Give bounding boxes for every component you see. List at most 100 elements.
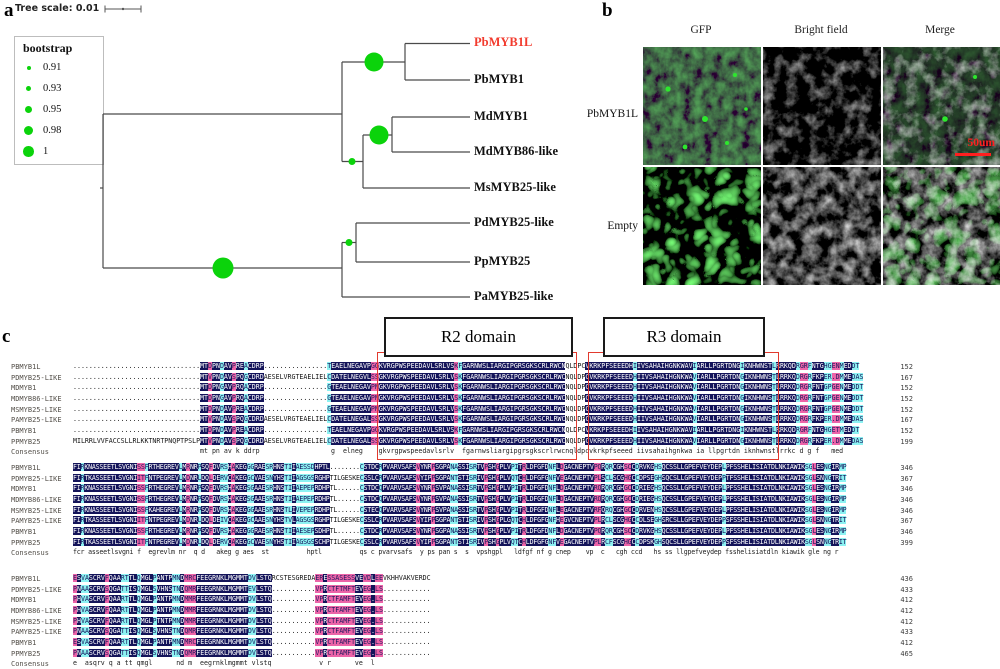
sequence-text: PHVASCRVFQAARTTLQMGLPTNTPMNDMMRFEEGRNKLM… xyxy=(73,616,431,625)
sequence-text: FIRTKASSEETLSVGNIITFNTPEGREVLMDNRLDQLDEI… xyxy=(73,516,847,525)
sequence-text: mt pn av k ddrp g elneg gkvrgpwspeedavls… xyxy=(73,447,863,456)
column-header-gfp: GFP xyxy=(690,24,712,36)
alignment-row: PAMYB25-LIKE............................… xyxy=(11,414,996,425)
bootstrap-circle-icon xyxy=(25,106,32,113)
image-empty-merge xyxy=(883,167,1000,285)
image-pbmyb1l-merge: 50um xyxy=(883,47,1000,165)
sequence-name: PDMYB25-LIKE xyxy=(11,373,62,382)
sequence-name: PBMYB1L xyxy=(11,575,41,583)
residue-number: 399 xyxy=(900,538,913,547)
sequence-text: MILRRLVVFACCSLLRLKKTNRTPNQPTPSLPMTVPNDAV… xyxy=(73,436,864,445)
residue-number: 346 xyxy=(900,485,913,494)
residue-number: 152 xyxy=(900,405,913,414)
r2-domain-box: R2 domain xyxy=(384,317,573,357)
sequence-name: PPMYB25 xyxy=(11,649,41,658)
sequence-text: FIRKNASSEETLSVGNISSFRTHEGREVLMRNRPSQFDVR… xyxy=(73,484,847,493)
bootstrap-value: 0.98 xyxy=(43,125,62,136)
sequence-text: fcr asseetlsvgni f egrevlm nr q d akeg g… xyxy=(73,548,846,557)
sequence-text: FIRKNASSEETLSVGNISSFRTHEGREVLMRNRPSQFDVR… xyxy=(73,463,847,471)
residue-number: 412 xyxy=(900,596,913,605)
image-empty-gfp xyxy=(643,167,761,285)
residue-number: 199 xyxy=(900,437,913,446)
sequence-name: PBMYB1 xyxy=(11,426,37,435)
taxon-label-msmyb25-like: MsMYB25-like xyxy=(474,180,556,194)
sequence-name: Consensus xyxy=(11,660,49,669)
sequence-text: e asqrv q a tt qmgl nd m eegrnklmgmmt vl… xyxy=(73,659,431,668)
sequence-text: FIRKNASSEETLSVGNISSFKAHEGREVLMRNRPSQFDVR… xyxy=(73,505,847,514)
sequence-name: PAMYB25-LIKE xyxy=(11,517,62,526)
residue-number: 436 xyxy=(900,575,913,583)
residue-number: 152 xyxy=(900,426,913,435)
tree-scale-bar-icon xyxy=(104,5,142,12)
phylo-tree-svg xyxy=(100,42,470,298)
r3-domain-box: R3 domain xyxy=(603,317,765,357)
bootstrap-legend-item: 0.91 xyxy=(15,57,103,78)
bootstrap-legend-item: 1 xyxy=(15,141,103,162)
residue-number: 367 xyxy=(900,474,913,483)
sequence-name: PBMYB1 xyxy=(11,527,37,536)
residue-number: 346 xyxy=(900,527,913,536)
residue-number: 167 xyxy=(900,373,913,382)
sequence-name: MDMYB1 xyxy=(11,384,37,393)
bootstrap-circle-icon xyxy=(25,85,32,92)
bootstrap-value: 0.95 xyxy=(43,104,62,115)
residue-number: 433 xyxy=(900,585,913,594)
microscopy-grid: 50um xyxy=(643,47,1000,285)
residue-number: 465 xyxy=(900,649,913,658)
alignment-row: MDMYB86-LIKE............................… xyxy=(11,393,996,404)
bootstrap-legend-title: bootstrap xyxy=(23,41,73,55)
sequence-text: ................................MTVPNDAV… xyxy=(73,372,864,381)
sequence-text: ................................MTDPNDAV… xyxy=(73,425,860,434)
sequence-name: PAMYB25-LIKE xyxy=(11,628,62,637)
sequence-name: PBMYB1L xyxy=(11,464,41,472)
residue-number: 412 xyxy=(900,606,913,615)
sequence-text: ESVASCRVFQAARTTLQMGLPANTPMNDMRCFEEGRNKLM… xyxy=(73,637,431,646)
sequence-name: MSMYB25-LIKE xyxy=(11,617,62,626)
bootstrap-legend-item: 0.95 xyxy=(15,99,103,120)
residue-number: 152 xyxy=(900,363,913,371)
sequence-text: PNAASCRVSQGATTISQMGLSVHNSTNDQMRFEEGRNKLM… xyxy=(73,648,431,657)
alignment-consensus-row: Consensus mt pn av k ddrp g elneg gkvrgp… xyxy=(11,446,996,457)
bootstrap-value: 1 xyxy=(43,146,49,157)
alignment-row: MDMYB1 ................................MT… xyxy=(11,382,996,393)
r2-domain-label: R2 domain xyxy=(440,327,517,346)
residue-number: 367 xyxy=(900,517,913,526)
sequence-text: FIRKNASSEETLSVGNISSFRTHEGREVLMRNRPSQFDVR… xyxy=(73,526,847,535)
taxon-label-pbmyb1l: PbMYB1L xyxy=(474,35,533,49)
bootstrap-legend-item: 0.93 xyxy=(15,78,103,99)
alignment-row: PBMYB1L FIRKNASSEETLSVGNISSFRTHEGREVLMRNR… xyxy=(11,462,996,473)
sequence-text: ................................MTVPNDAV… xyxy=(73,415,864,424)
sequence-text: ................................MTDPNDAV… xyxy=(73,404,864,413)
sequence-text: ................................MTDPNDAV… xyxy=(73,362,860,370)
scale-bar-line xyxy=(955,153,991,156)
bootstrap-legend-item: 0.98 xyxy=(15,120,103,141)
taxon-label-mdmyb86-like: MdMYB86-like xyxy=(474,144,559,158)
sequence-text: PNAASCRVSQGATTISQMGLSVHNSTNDQMRFEEGRNKLM… xyxy=(73,627,431,636)
row-label-empty: Empty xyxy=(607,220,638,232)
panel-b-label: b xyxy=(602,0,613,21)
row-label-pbmyb1l: PbMYB1L xyxy=(586,108,638,120)
residue-number: 412 xyxy=(900,638,913,647)
sequence-name: MDMYB1 xyxy=(11,596,37,605)
sequence-text: FIRTKASSEETLSVGNIITFNTPEGREVLMDNRLDQLDER… xyxy=(73,473,847,482)
bootstrap-circle-icon xyxy=(23,146,34,157)
residue-number: 346 xyxy=(900,506,913,515)
alignment-block-3: PBMYB1L ESVASCRVFQAARTTLQMGLPANTPMNDMRCFE… xyxy=(11,573,996,669)
r3-domain-label: R3 domain xyxy=(646,327,722,346)
sequence-name: PDMYB25-LIKE xyxy=(11,474,62,483)
residue-number: 412 xyxy=(900,617,913,626)
sequence-text: ................................MTDPNGAV… xyxy=(73,383,864,392)
alignment-row: PDMYB25-LIKE FIRTKASSEETLSVGNIITFNTPEGREV… xyxy=(11,473,996,484)
alignment-consensus-row: Consensus fcr asseetlsvgni f egrevlm nr q… xyxy=(11,547,996,558)
alignment-row: PDMYB25-LIKE............................… xyxy=(11,372,996,383)
sequence-name: Consensus xyxy=(11,549,49,558)
alignment-row: PBMYB1L................................M… xyxy=(11,361,996,372)
